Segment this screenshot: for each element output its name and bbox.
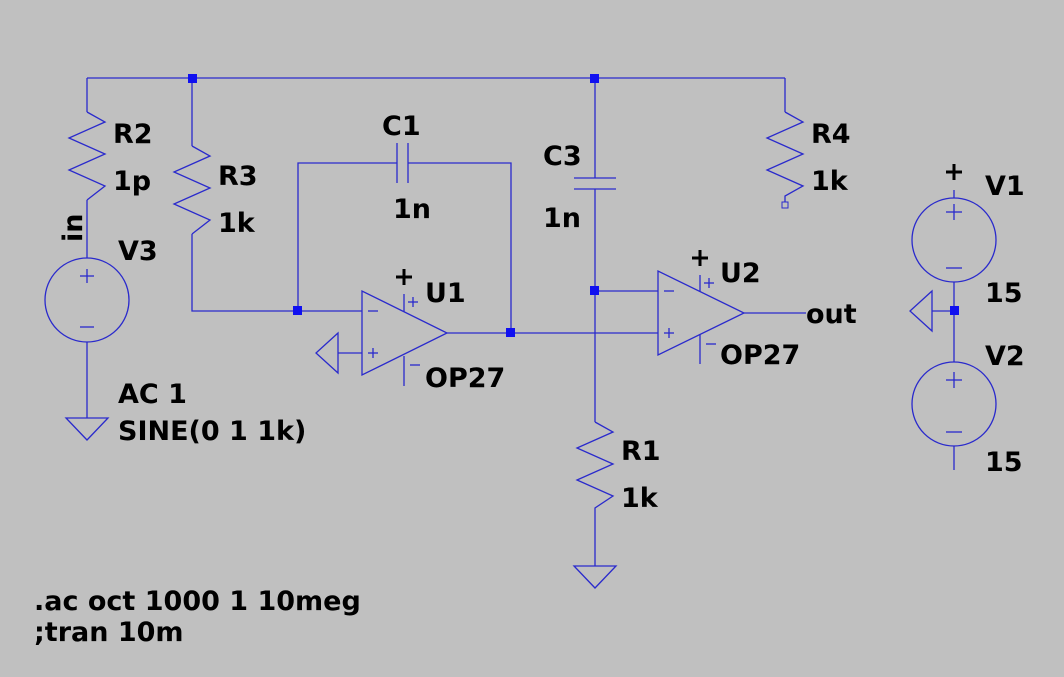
- junction-dot[interactable]: [590, 286, 599, 295]
- junction-dot[interactable]: [950, 306, 959, 315]
- spice-directive-ac[interactable]: .ac oct 1000 1 10meg: [34, 586, 361, 617]
- wires: [86, 77, 955, 566]
- polarity-markers: [396, 164, 962, 285]
- wire-c1-right[interactable]: [408, 162, 512, 333]
- label-r2-name: R2: [113, 119, 153, 150]
- label-v2-name: V2: [985, 341, 1025, 372]
- opamp-u1[interactable]: [361, 289, 449, 386]
- label-r3-value: 1k: [218, 208, 256, 239]
- open-pin: [781, 201, 789, 209]
- net-label-out: out: [806, 299, 857, 330]
- ground-symbol-v3[interactable]: [64, 417, 110, 441]
- voltage-source-v1[interactable]: [911, 190, 997, 283]
- label-u1-model: OP27: [425, 363, 505, 394]
- junction-dot[interactable]: [188, 74, 197, 83]
- label-r1-value: 1k: [621, 483, 659, 514]
- plus-marker-v1: [946, 164, 962, 180]
- label-r1-name: R1: [621, 436, 661, 467]
- label-u2-name: U2: [720, 258, 761, 289]
- capacitor-c1[interactable]: [396, 143, 409, 183]
- label-r4-value: 1k: [811, 166, 849, 197]
- label-r2-value: 1p: [113, 166, 151, 197]
- opamp-u2[interactable]: [657, 269, 746, 364]
- voltage-source-v3[interactable]: [44, 257, 130, 343]
- plus-marker-u2: [692, 250, 708, 266]
- resistor-r4[interactable]: [765, 111, 805, 209]
- label-v1-name: V1: [985, 171, 1025, 202]
- voltage-source-v2[interactable]: [911, 361, 997, 470]
- junction-dot[interactable]: [293, 306, 302, 315]
- label-v2-value: 15: [985, 447, 1023, 478]
- ground-symbol-supply[interactable]: [909, 289, 933, 333]
- junction-dot[interactable]: [506, 328, 515, 337]
- resistor-r3[interactable]: [172, 145, 212, 235]
- label-c3-value: 1n: [543, 203, 581, 234]
- junction-dot[interactable]: [590, 74, 599, 83]
- spice-comment-tran[interactable]: ;tran 10m: [34, 617, 184, 648]
- plus-marker-u1: [396, 269, 412, 285]
- junctions: [188, 74, 959, 337]
- ground-symbol-u1[interactable]: [315, 331, 339, 375]
- label-v1-value: 15: [985, 278, 1023, 309]
- wire-c1-left[interactable]: [297, 162, 397, 311]
- label-c3-name: C3: [543, 141, 582, 172]
- label-c1-value: 1n: [393, 194, 431, 225]
- label-r4-name: R4: [811, 119, 851, 150]
- wire-r3-u1-minus[interactable]: [191, 234, 362, 312]
- net-label-in: in: [58, 214, 89, 242]
- label-u1-name: U1: [425, 278, 466, 309]
- capacitor-c3[interactable]: [574, 177, 616, 190]
- label-v3-name: V3: [118, 236, 158, 267]
- label-c1-name: C1: [382, 111, 421, 142]
- labels: R2 1p R3 1k C1 1n C3 1n R4 1k R1 1k V3 A…: [34, 111, 1025, 648]
- label-v3-line1: AC 1: [118, 379, 187, 410]
- resistor-r1[interactable]: [575, 421, 615, 518]
- ground-symbol-r1[interactable]: [572, 565, 618, 589]
- label-v3-line2: SINE(0 1 1k): [118, 416, 306, 447]
- label-u2-model: OP27: [720, 340, 800, 371]
- label-r3-name: R3: [218, 161, 258, 192]
- resistor-r2[interactable]: [67, 111, 107, 201]
